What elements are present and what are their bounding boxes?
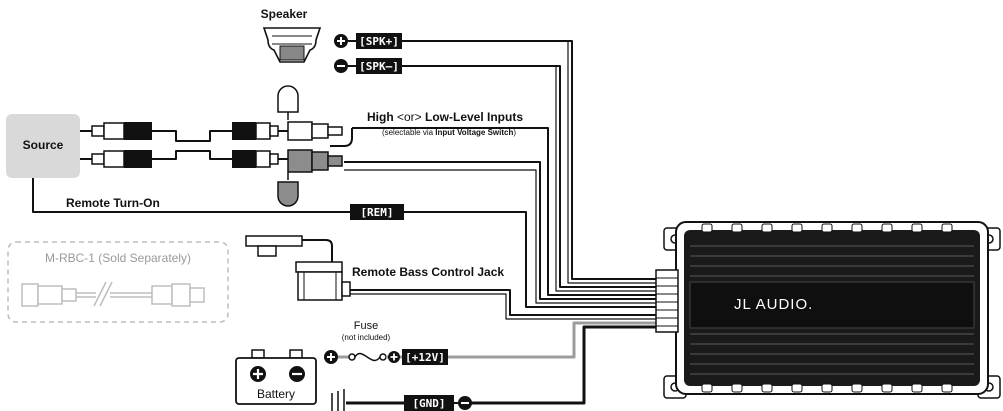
input-wire-2 — [352, 127, 660, 296]
spk-neg-label: [SPK–] — [359, 60, 399, 73]
svg-text:(selectable via Input Voltage: (selectable via Input Voltage Switch) — [382, 128, 516, 137]
amp-logo-panel — [689, 281, 975, 329]
spk-pos-tag: [SPK+] — [334, 33, 402, 49]
jack-cap-gray — [277, 181, 299, 207]
fuse-note: (not included) — [342, 333, 391, 342]
svg-text:High <or> Low-Level Inputs: High <or> Low-Level Inputs — [367, 110, 523, 124]
input-wire-4 — [344, 169, 660, 304]
spk-pos-label: [SPK+] — [359, 35, 399, 48]
speaker: Speaker — [261, 7, 322, 63]
rbc-wire — [350, 289, 660, 316]
remote-bass-jack-label: Remote Bass Control Jack — [352, 265, 504, 279]
remote-turn-on-label: Remote Turn-On — [66, 196, 160, 210]
mrbc-accessory: M-RBC-1 (Sold Separately) — [7, 241, 229, 323]
rem-wire-right — [404, 211, 660, 308]
brand-logo: JL AUDIO. — [734, 296, 813, 313]
inputs-sub-switch: Input Voltage Switch — [435, 128, 513, 137]
spk-neg-wire-inner — [402, 65, 660, 292]
power-wire — [448, 321, 660, 359]
rem-tag: [REM] — [350, 204, 404, 220]
wires — [32, 40, 660, 405]
input-wire-1 — [330, 128, 353, 147]
inputs-sub-a: (selectable via — [382, 128, 435, 137]
fuse-icon — [354, 352, 381, 362]
speaker-label: Speaker — [261, 7, 308, 21]
rca-plugs-left — [80, 122, 152, 168]
input-wire-3 — [344, 161, 660, 300]
mrbc-cable-icon — [21, 281, 205, 307]
ground-group: [GND] — [331, 389, 472, 411]
fuse-label: Fuse — [354, 320, 378, 332]
amplifier: JL AUDIO. — [655, 221, 1001, 399]
rca-cable-bottom — [152, 150, 232, 160]
rca-plugs-right — [232, 122, 279, 168]
remote-bass-jack — [245, 235, 351, 301]
rca-cable-top — [152, 130, 232, 142]
mrbc-label: M-RBC-1 (Sold Separately) — [45, 251, 191, 265]
fuse-group: Fuse (not included) — [324, 320, 404, 364]
spk-neg-tag: [SPK–] — [334, 58, 402, 74]
inputs-sub-c: ) — [513, 128, 516, 137]
plus12v-tag: [+12V] — [402, 349, 448, 365]
inputs-label: High <or> Low-Level Inputs (selectable v… — [367, 110, 523, 137]
plus12v-label: [+12V] — [405, 351, 445, 364]
inputs-title-high: High — [367, 110, 397, 124]
rbc-wire-2 — [350, 293, 660, 320]
battery-label: Battery — [257, 387, 295, 401]
ground-wire-right — [470, 325, 660, 405]
rem-label: [REM] — [360, 206, 393, 219]
jack-cap-white — [277, 85, 299, 113]
rbc-jack-icon — [297, 271, 343, 301]
source-box: Source — [6, 114, 80, 178]
source-label: Source — [23, 138, 64, 152]
spk-pos-wire — [402, 40, 660, 280]
spk-pos-wire-inner — [402, 40, 660, 284]
battery: Battery — [235, 349, 317, 405]
inputs-title-or: <or> — [397, 110, 422, 124]
rem-wire — [32, 178, 350, 213]
terminal-block — [655, 269, 679, 333]
input-jacks — [277, 85, 343, 207]
spk-neg-wire — [402, 65, 660, 288]
inputs-title-low: Low-Level Inputs — [422, 110, 524, 124]
gnd-label: [GND] — [412, 397, 445, 410]
